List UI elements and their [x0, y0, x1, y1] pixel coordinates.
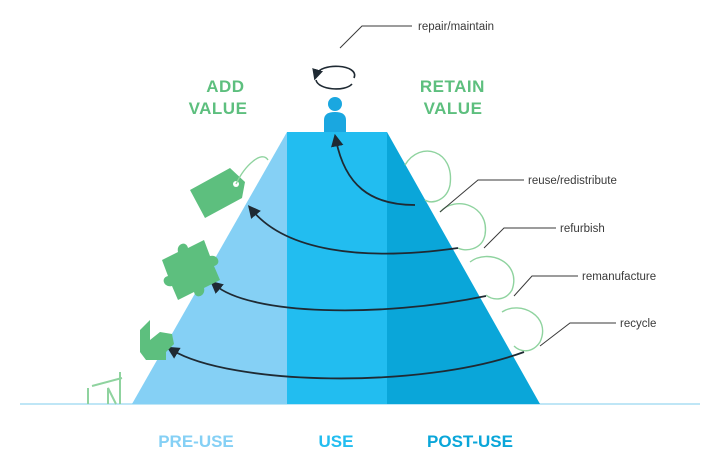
- callout-leaders: [339, 25, 616, 347]
- person-icon: [324, 97, 346, 132]
- hand-icon: [140, 320, 174, 360]
- puzzle-piece-icon: [162, 240, 220, 300]
- circulation-arrows: [166, 133, 525, 380]
- use-label: USE: [319, 432, 354, 451]
- repair-maintain-label: repair/maintain: [418, 21, 494, 33]
- reuse-redistribute-label: reuse/redistribute: [528, 175, 617, 187]
- pre-use-label: PRE-USE: [158, 432, 234, 451]
- retain-value-heading: RETAIN VALUE: [420, 77, 490, 118]
- use-section: [287, 132, 387, 404]
- refurbish-label: refurbish: [560, 223, 605, 235]
- oil-pump-icon: [87, 372, 123, 405]
- add-value-heading: ADD VALUE: [189, 77, 250, 118]
- remanufacture-label: remanufacture: [582, 271, 656, 283]
- loop-circles: [404, 150, 544, 352]
- post-use-label: POST-USE: [427, 432, 513, 451]
- repair-cycle-icon: [312, 65, 356, 90]
- arrow-reuse: [331, 133, 416, 206]
- post-use-section: [387, 132, 540, 404]
- arrow-remanufacture: [210, 280, 487, 312]
- recycle-label: recycle: [620, 318, 656, 330]
- arrow-refurbish: [247, 205, 459, 255]
- arrow-recycle: [166, 346, 525, 380]
- price-tag-icon: [190, 156, 269, 218]
